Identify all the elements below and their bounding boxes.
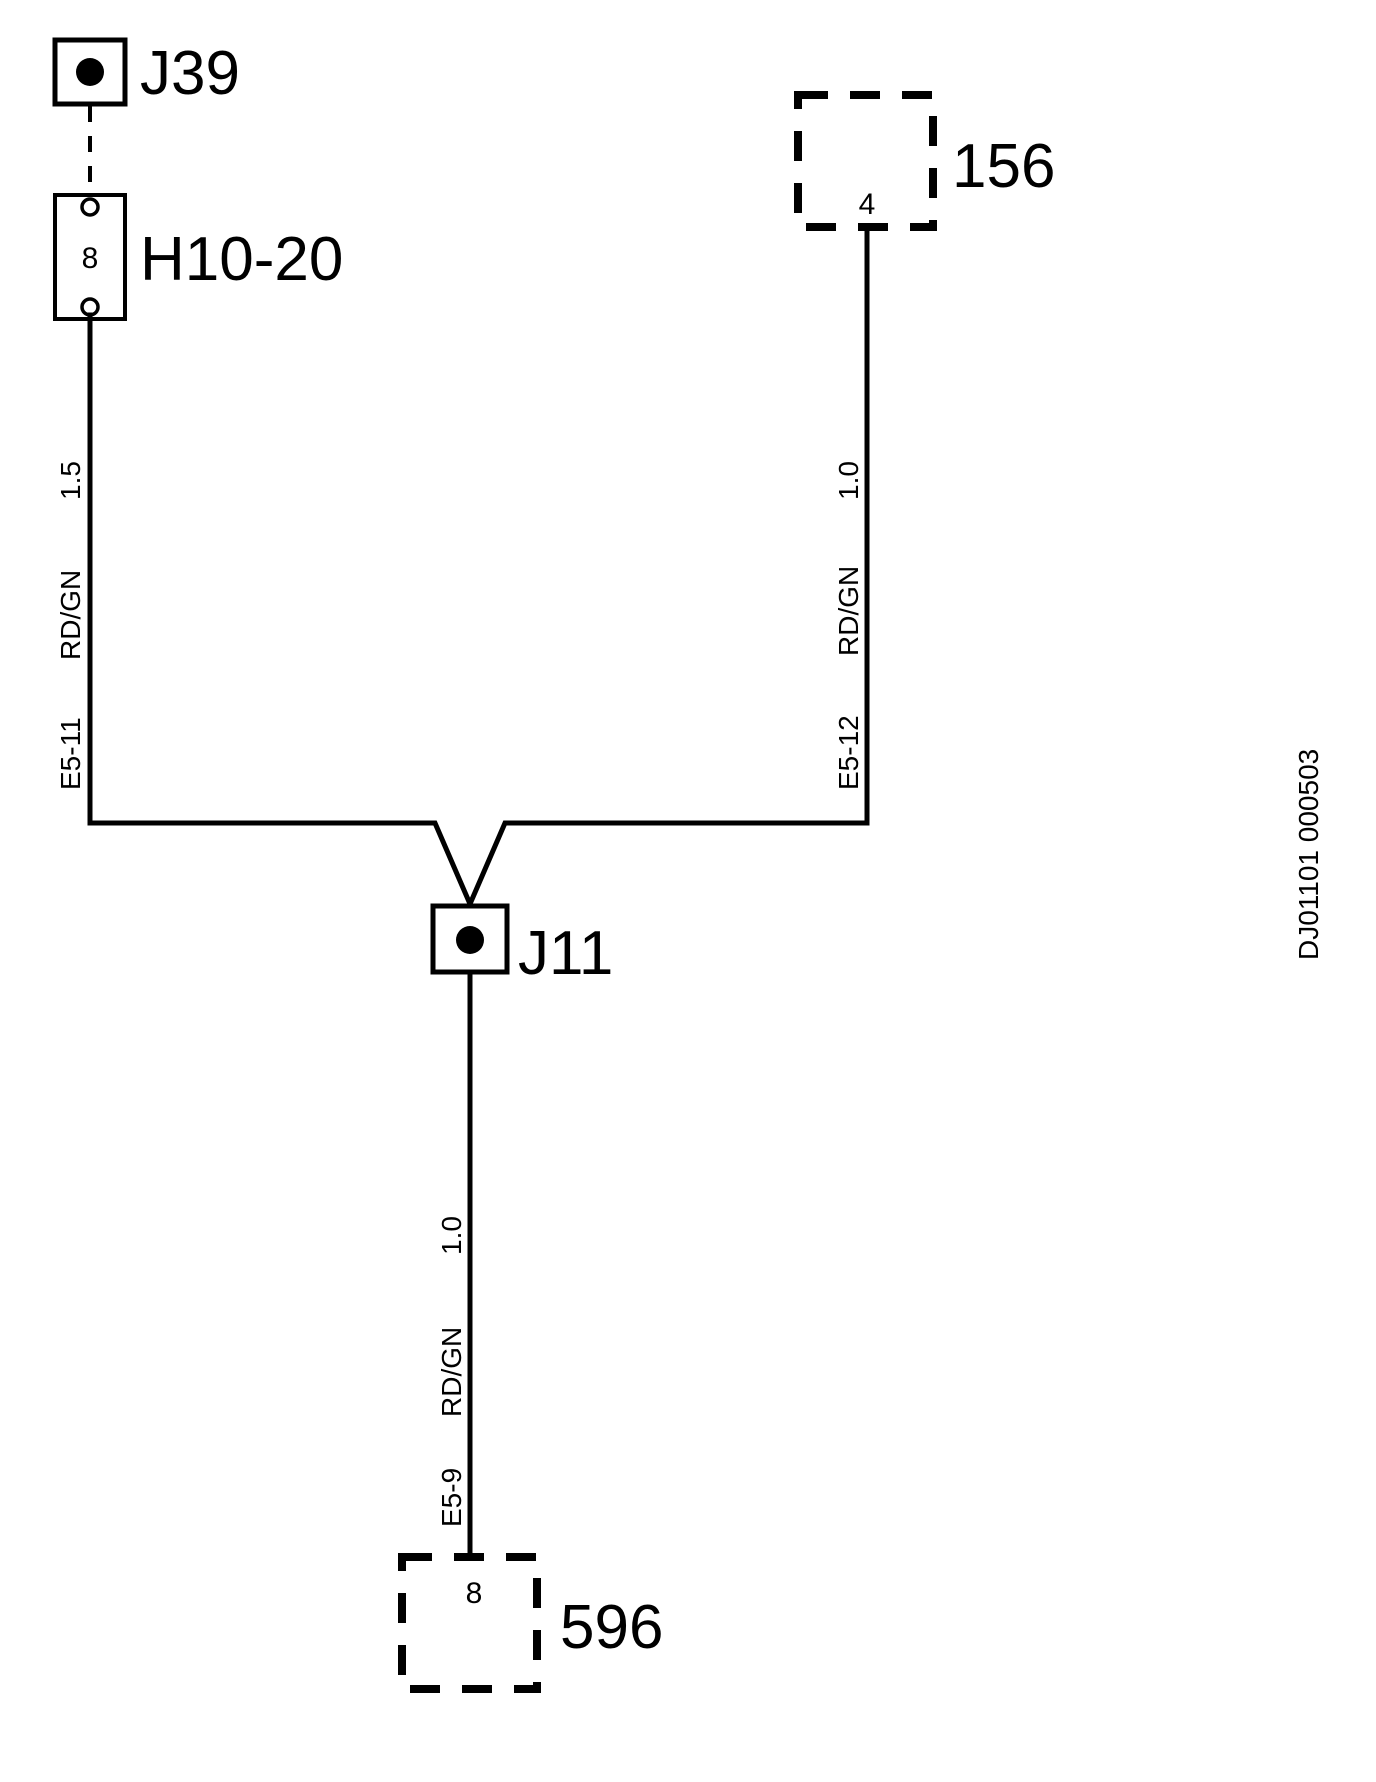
splice-j11: J11 <box>430 903 613 988</box>
connector-h10-20: 8 H10-20 <box>53 193 343 321</box>
wire-e5-9-labels: E5-9 RD/GN 1.0 <box>436 1216 467 1527</box>
wire-e5-11-color: RD/GN <box>55 570 86 660</box>
component-596-box <box>398 1553 541 1693</box>
wire-e5-9-circuit: E5-9 <box>436 1468 467 1527</box>
splice-j39-dot <box>76 58 104 86</box>
connector-h10-20-top-pin <box>80 197 100 217</box>
wire-e5-9-size: 1.0 <box>436 1216 467 1255</box>
connector-h10-20-label: H10-20 <box>140 225 343 294</box>
wire-e5-12-size: 1.0 <box>833 461 864 500</box>
component-596: 8 596 <box>398 1553 663 1693</box>
wire-e5-12-circuit: E5-12 <box>833 715 864 790</box>
component-156-label: 156 <box>952 132 1055 201</box>
reference-code: DJ01101 000503 <box>1293 749 1324 960</box>
wire-e5-11-circuit: E5-11 <box>55 717 86 790</box>
component-156: 4 156 <box>794 91 1055 231</box>
wire-e5-12-labels: E5-12 RD/GN 1.0 <box>833 461 864 790</box>
wire-e5-11 <box>87 312 474 908</box>
wire-e5-12 <box>466 224 870 908</box>
reference-code-text: DJ01101 000503 <box>1293 749 1324 960</box>
component-596-pin-number: 8 <box>466 1577 483 1610</box>
wire-e5-9-color: RD/GN <box>436 1327 467 1417</box>
splice-j39-box <box>52 37 128 107</box>
component-596-label: 596 <box>560 1593 663 1662</box>
splice-j39: J39 <box>52 37 240 108</box>
splice-j11-dot <box>456 926 484 954</box>
splice-j11-label: J11 <box>518 919 613 988</box>
connector-h10-20-pin-number: 8 <box>82 242 99 275</box>
wire-e5-12-color: RD/GN <box>833 566 864 656</box>
splice-j39-label: J39 <box>140 39 240 108</box>
wire-e5-11-labels: E5-11 RD/GN 1.5 <box>55 461 86 790</box>
wire-e5-11-size: 1.5 <box>55 461 86 500</box>
component-156-pin-number: 4 <box>859 188 876 221</box>
